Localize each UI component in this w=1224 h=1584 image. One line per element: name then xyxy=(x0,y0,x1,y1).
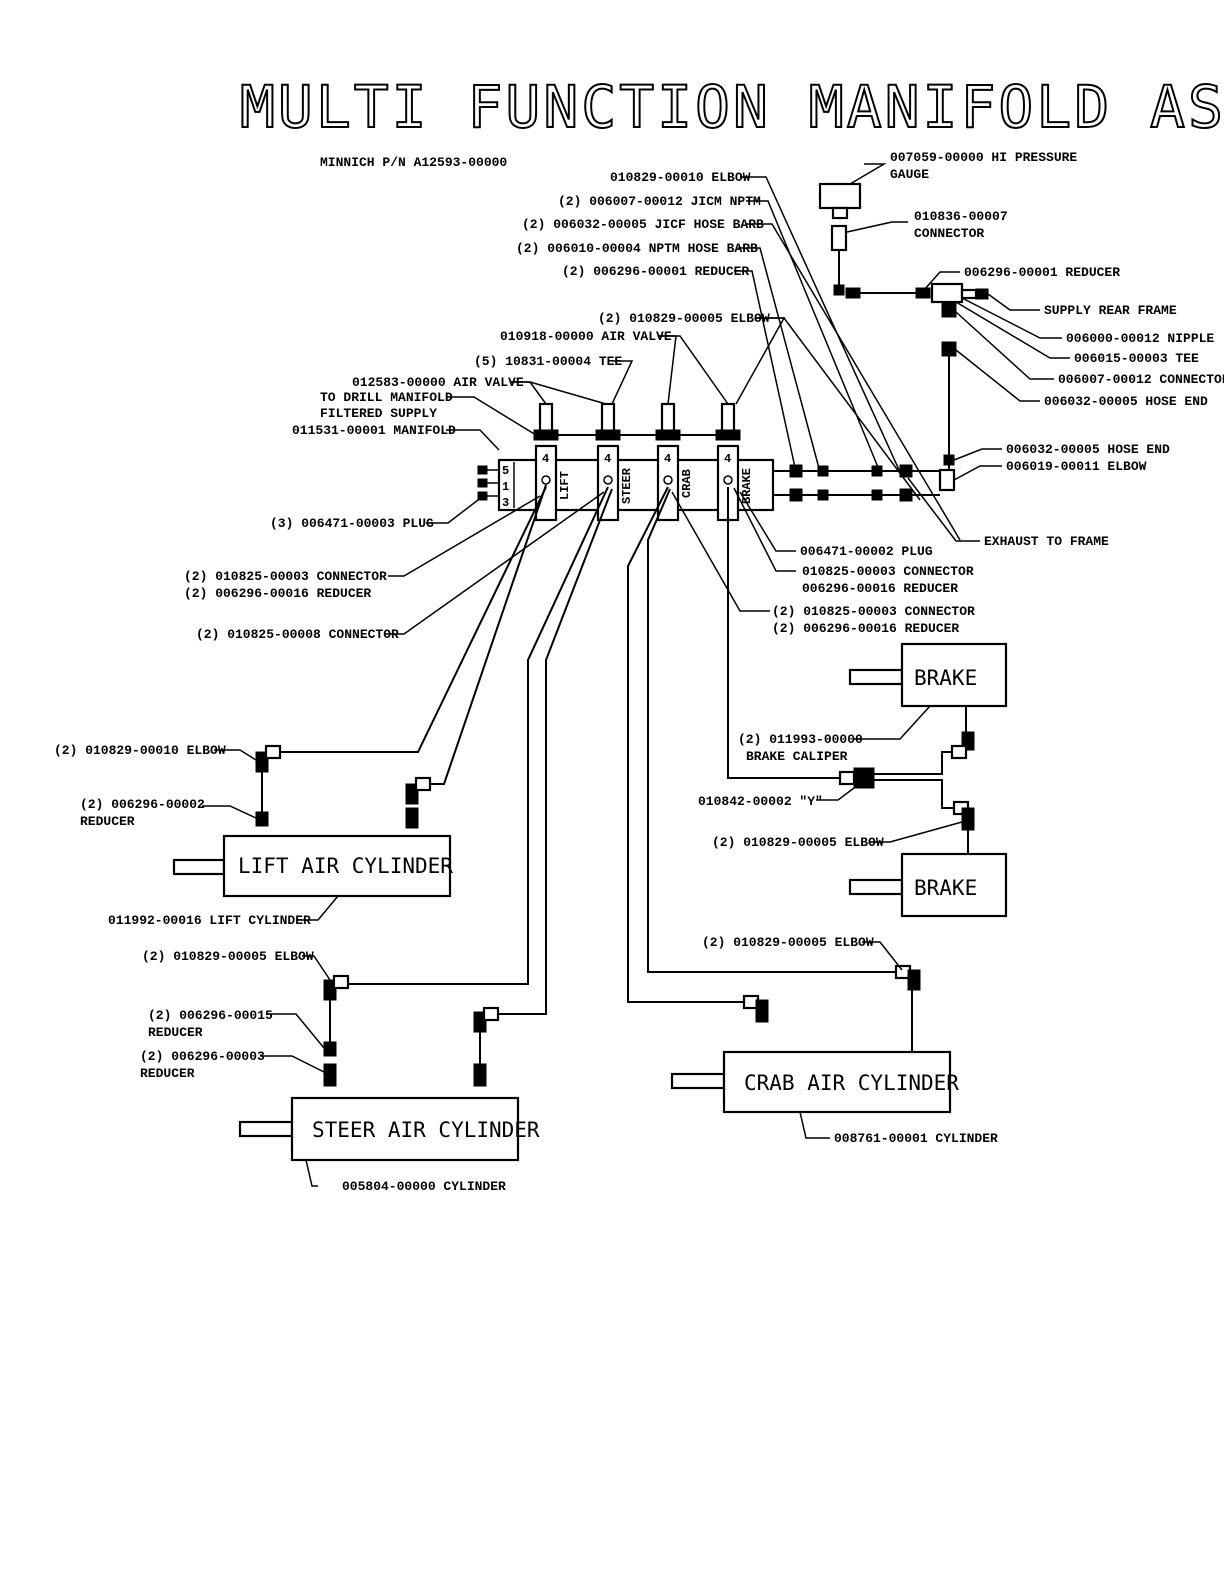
callout-y-fitting: 010842-00002 "Y" xyxy=(698,794,823,809)
callout-air-valve-010918: 010918-00000 AIR VALVE xyxy=(500,329,672,344)
callout-crab-cyl-pn: 008761-00001 CYLINDER xyxy=(834,1131,998,1146)
callout-reducer-steer-c: (2) 006296-00003 xyxy=(140,1049,265,1064)
callout-plug-0002: 006471-00002 PLUG xyxy=(800,544,933,559)
callout-elbow-0005-top: (2) 010829-00005 ELBOW xyxy=(598,311,770,326)
gauge-icon xyxy=(818,182,862,299)
callout-steer-cyl-pn: 005804-00000 CYLINDER xyxy=(342,1179,506,1194)
callout-elbow-0011: 006019-00011 ELBOW xyxy=(1006,459,1147,474)
steer-fittings xyxy=(323,974,500,1087)
callout-supply-rear-frame: SUPPLY REAR FRAME xyxy=(1044,303,1177,318)
callout-conn-0008: (2) 010825-00008 CONNECTOR xyxy=(196,627,399,642)
callout-jicm-nptm: (2) 006007-00012 JICM NPTM xyxy=(558,194,761,209)
callout-lift-cyl-pn: 011992-00016 LIFT CYLINDER xyxy=(108,913,311,928)
callout-tee-right: 006015-00003 TEE xyxy=(1074,351,1199,366)
callout-elbow-crab: (2) 010829-00005 ELBOW xyxy=(702,935,874,950)
callout-reducer-lift-a: (2) 006296-00002 xyxy=(80,797,205,812)
callout-gauge-b: GAUGE xyxy=(890,167,929,182)
callout-air-valve-012583: 012583-00000 AIR VALVE xyxy=(352,375,524,390)
svg-text:4: 4 xyxy=(542,452,549,466)
callout-jicf-hose-barb: (2) 006032-00005 JICF HOSE BARB xyxy=(522,217,764,232)
port-3-label: 3 xyxy=(502,496,509,510)
callout-connector-b: CONNECTOR xyxy=(914,226,984,241)
callout-exhaust: EXHAUST TO FRAME xyxy=(984,534,1109,549)
part-number: MINNICH P/N A12593-00000 xyxy=(320,155,507,170)
callout-elbow-lift: (2) 010829-00010 ELBOW xyxy=(54,743,226,758)
svg-text:4: 4 xyxy=(724,452,731,466)
callout-reducer-mid-b: (2) 006296-00016 REDUCER xyxy=(772,621,959,636)
steer-cylinder-label: STEER AIR CYLINDER xyxy=(312,1118,540,1142)
lift-air-cylinder: LIFT AIR CYLINDER xyxy=(172,834,453,898)
plug xyxy=(477,491,488,501)
valve-label-lift: LIFT xyxy=(558,471,572,500)
lift-fittings xyxy=(255,744,432,829)
page-title: MULTI FUNCTION MANIFOLD ASSEMBLY xyxy=(240,73,1224,141)
port-5-label: 5 xyxy=(502,464,509,478)
svg-text:4: 4 xyxy=(604,452,611,466)
callout-nipple: 006000-00012 NIPPLE xyxy=(1066,331,1214,346)
plug xyxy=(477,478,488,488)
callout-hose-end-b: 006032-00005 HOSE END xyxy=(1006,442,1170,457)
valve-label-steer: STEER xyxy=(620,467,634,504)
air-lines xyxy=(280,455,954,1015)
brake-fittings xyxy=(838,706,975,854)
valve-label-brake: BRAKE xyxy=(740,468,754,504)
callout-reducer-top: (2) 006296-00001 REDUCER xyxy=(562,264,749,279)
callout-brake-caliper-a: (2) 011993-00000 xyxy=(738,732,863,747)
plug xyxy=(477,465,488,475)
callout-elbow-steer: (2) 010829-00005 ELBOW xyxy=(142,949,314,964)
brake-top: BRAKE xyxy=(848,642,1008,708)
callout-reducer-steer-a: (2) 006296-00015 xyxy=(148,1008,273,1023)
crab-air-cylinder: CRAB AIR CYLINDER xyxy=(670,1050,959,1114)
outlet-fittings xyxy=(773,464,940,502)
callouts: 010829-00010 ELBOW (2) 006007-00012 JICM… xyxy=(54,150,1224,1194)
callout-connector-right: 006007-00012 CONNECTOR xyxy=(1058,372,1224,387)
callout-conn-left-a: (2) 010825-00003 CONNECTOR xyxy=(184,569,387,584)
callout-elbow-top: 010829-00010 ELBOW xyxy=(610,170,751,185)
callout-reducer-lift-b: REDUCER xyxy=(80,814,135,829)
callout-filtered-supply: FILTERED SUPPLY xyxy=(320,406,437,421)
leader-lines xyxy=(202,163,1070,1187)
callout-reducer-left-a: (2) 006296-00016 REDUCER xyxy=(184,586,371,601)
callout-plug-3: (3) 006471-00003 PLUG xyxy=(270,516,434,531)
callout-reducer-steer-b: REDUCER xyxy=(148,1025,203,1040)
callout-reducer-right: 006296-00001 REDUCER xyxy=(964,265,1120,280)
callout-reducer-mid-a: 006296-00016 REDUCER xyxy=(802,581,958,596)
callout-conn-mid-b: (2) 010825-00003 CONNECTOR xyxy=(772,604,975,619)
svg-text:4: 4 xyxy=(664,452,671,466)
callout-hose-end-a: 006032-00005 HOSE END xyxy=(1044,394,1208,409)
callout-to-drill-manifold: TO DRILL MANIFOLD xyxy=(320,390,453,405)
callout-reducer-steer-d: REDUCER xyxy=(140,1066,195,1081)
callout-brake-caliper-b: BRAKE CALIPER xyxy=(746,749,848,764)
callout-manifold: 011531-00001 MANIFOLD xyxy=(292,423,456,438)
brake-top-label: BRAKE xyxy=(914,666,977,690)
callout-tee-10831: (5) 10831-00004 TEE xyxy=(474,354,622,369)
callout-conn-mid-a: 010825-00003 CONNECTOR xyxy=(802,564,974,579)
valve-label-crab: CRAB xyxy=(680,469,694,498)
callout-nptm-hose-barb: (2) 006010-00004 NPTM HOSE BARB xyxy=(516,241,758,256)
brake-bottom-label: BRAKE xyxy=(914,876,977,900)
brake-bottom: BRAKE xyxy=(848,852,1008,918)
callout-gauge-a: 007059-00000 HI PRESSURE xyxy=(890,150,1077,165)
crab-cylinder-label: CRAB AIR CYLINDER xyxy=(744,1071,959,1095)
callout-connector-a: 010836-00007 xyxy=(914,209,1008,224)
callout-elbow-brake: (2) 010829-00005 ELBOW xyxy=(712,835,884,850)
lift-cylinder-label: LIFT AIR CYLINDER xyxy=(238,854,453,878)
steer-air-cylinder: STEER AIR CYLINDER xyxy=(238,1096,540,1162)
crab-fittings xyxy=(742,964,921,1052)
port-1-label: 1 xyxy=(502,480,509,494)
supply-tee xyxy=(915,282,989,492)
